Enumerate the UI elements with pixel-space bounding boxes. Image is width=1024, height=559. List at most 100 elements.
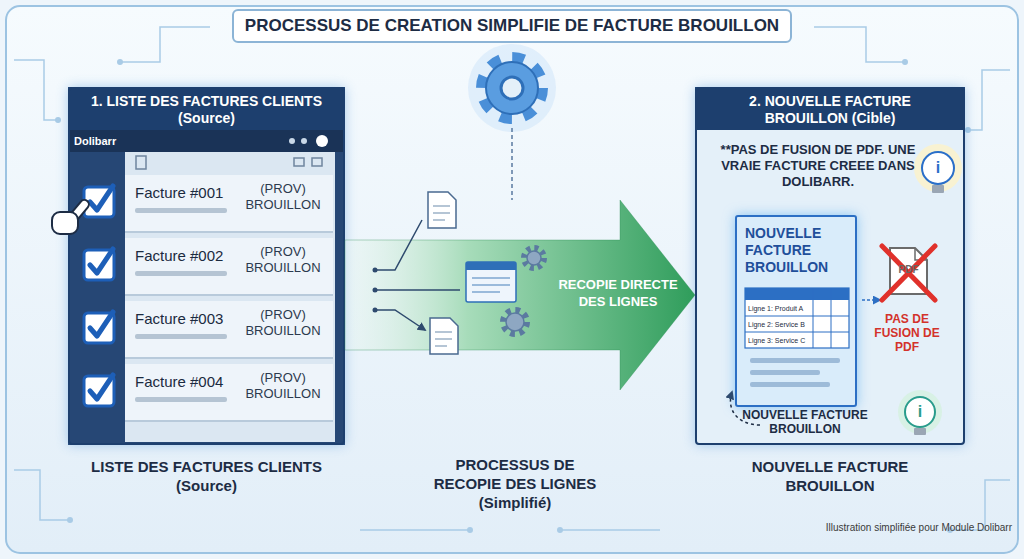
circuit-dot <box>55 117 61 123</box>
document-bar <box>750 370 820 375</box>
process-caption: PROCESSUS DE RECOPIE DES LIGNES (Simplif… <box>425 455 605 512</box>
check-mark <box>90 186 113 210</box>
document-bar <box>750 358 840 363</box>
input-lines <box>375 220 460 330</box>
invoice-row: Facture #003(PROV) BROUILLON <box>125 301 333 359</box>
checkbox <box>84 376 114 406</box>
circuit-dot <box>117 59 123 65</box>
panel-header-band <box>68 87 345 130</box>
document-lines <box>472 278 510 292</box>
bulb-glow <box>914 144 962 192</box>
invoice-table <box>745 288 849 348</box>
arrow-label: RECOPIE DIRECTE DES LIGNES <box>553 276 683 310</box>
toolbar-icon <box>136 156 146 169</box>
lightbulb <box>922 152 954 184</box>
invoice-number: Facture #002 <box>135 247 245 265</box>
invoice-status: (PROV) BROUILLON <box>237 307 329 339</box>
invoice-number: Facture #001 <box>135 184 245 202</box>
invoice-number: Facture #004 <box>135 373 245 391</box>
checkbox <box>84 250 114 280</box>
small-gear <box>527 251 541 265</box>
circuit-dot <box>67 517 73 523</box>
small-gear <box>503 310 527 334</box>
check-mark <box>90 375 113 399</box>
circuit-dot <box>902 59 908 65</box>
circuit-dot <box>557 527 563 533</box>
table-header <box>745 288 849 300</box>
document-header <box>466 262 516 270</box>
small-document <box>430 318 458 354</box>
check-mark <box>90 312 113 336</box>
app-sidebar <box>68 130 345 445</box>
gear-teeth <box>482 58 542 118</box>
table-cell: Ligne 1: Produit A <box>748 302 812 315</box>
input-dot <box>373 268 378 273</box>
app-content <box>125 152 335 442</box>
invoice-row: Facture #004(PROV) BROUILLON <box>125 364 333 422</box>
warning-text: PAS DE FUSION DE PDF <box>866 312 948 354</box>
row-bar <box>135 397 227 402</box>
diagram-title: PROCESSUS DE CREATION SIMPLIFIE DE FACTU… <box>232 9 792 43</box>
app-icon <box>301 138 307 144</box>
document-bar <box>750 382 830 387</box>
invoice-row: Facture #001(PROV) BROUILLON <box>125 175 333 233</box>
row-bar <box>135 271 227 276</box>
outer-frame <box>6 6 1018 553</box>
checkbox <box>84 187 114 217</box>
hand-palm <box>52 212 78 234</box>
circuit-dot <box>965 127 971 133</box>
dotted-arrow <box>862 299 880 301</box>
document-lines <box>435 332 452 346</box>
bulb-glow <box>898 390 942 434</box>
circuit-lines <box>14 27 1010 530</box>
app-name: Dolibarr <box>74 133 154 149</box>
input-dot <box>373 288 378 293</box>
pdf-icon <box>890 248 927 294</box>
row-bar <box>135 334 227 339</box>
panel-heading: 2. NOUVELLE FACTURE BROUILLON (Cible) <box>707 90 953 130</box>
toolbar-icon <box>294 158 304 166</box>
row-bar <box>135 208 227 213</box>
hand-finger <box>68 198 90 222</box>
panel-caption: LISTE DES FACTURES CLIENTS (Source) <box>80 457 333 495</box>
gear-hole <box>501 77 523 99</box>
app-bar <box>68 130 345 152</box>
small-document <box>428 192 456 228</box>
panel-caption: NOUVELLE FACTURE BROUILLON <box>740 457 920 495</box>
panel-body <box>695 130 965 445</box>
circuit-dot <box>467 527 473 533</box>
invoice-number: Facture #003 <box>135 310 245 328</box>
invoice-row: Facture #002(PROV) BROUILLON <box>125 238 333 296</box>
red-cross <box>882 246 935 300</box>
table-cell: Ligne 3: Service C <box>748 334 812 347</box>
panel-header-band <box>695 87 965 130</box>
info-symbol: i <box>912 402 928 422</box>
app-icon <box>289 138 295 144</box>
table-cell: Ligne 2: Service B <box>748 318 812 331</box>
checkbox <box>84 313 114 343</box>
table-grid <box>745 288 849 348</box>
copy-arrow <box>345 200 695 390</box>
panel-heading: 1. LISTE DES FACTURES CLIENTS (Source) <box>80 90 333 130</box>
target-panel: 2. NOUVELLE FACTURE BROUILLON (Cible) NOU… <box>695 87 965 445</box>
pdf-fold <box>915 248 927 260</box>
small-gear <box>524 248 544 268</box>
toolbar-icon <box>312 158 322 166</box>
small-gear <box>506 313 524 331</box>
note-text: **PAS DE FUSION DE PDF. UNE VRAIE FACTUR… <box>712 142 924 190</box>
invoice-status: (PROV) BROUILLON <box>237 244 329 276</box>
document-title: NOUVELLE FACTURE BROUILLON <box>745 225 849 276</box>
callout-text: NOUVELLE FACTURE BROUILLON <box>742 408 868 436</box>
image-caption: Illustration simplifiée pour Module Doli… <box>760 521 1012 534</box>
bulb-base <box>914 428 926 435</box>
input-dot <box>373 308 378 313</box>
invoice-status: (PROV) BROUILLON <box>237 181 329 213</box>
gear-body <box>486 62 538 114</box>
gear-glow <box>468 44 556 132</box>
pdf-label: PDF <box>890 264 927 276</box>
small-document <box>466 262 516 302</box>
dashed-link <box>511 128 513 200</box>
check-mark <box>90 249 113 273</box>
bulb-base <box>932 185 944 193</box>
app-avatar <box>316 135 328 147</box>
